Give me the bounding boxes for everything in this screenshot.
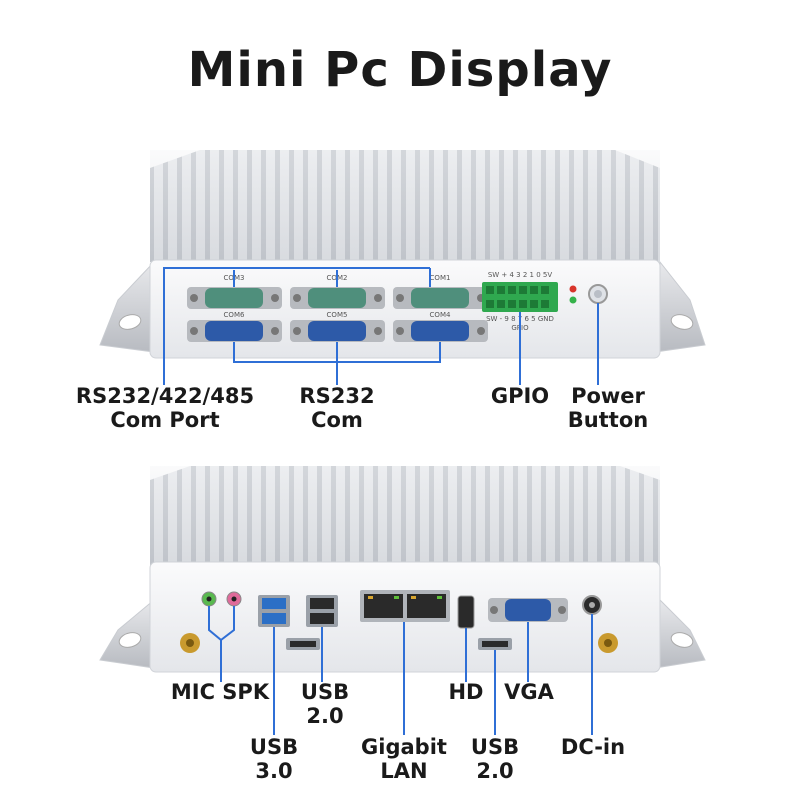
rear-callout-lines	[208, 606, 593, 735]
label-vga: VGA	[494, 680, 564, 704]
hd-port	[457, 595, 475, 629]
label-mic-spk-text: MIC SPK	[170, 680, 270, 704]
db9-com5	[290, 320, 385, 342]
label-rs232-line2: Com	[311, 408, 363, 432]
label-gigabit-lan: Gigabit LAN	[354, 735, 454, 783]
com4-label: COM4	[430, 311, 451, 319]
label-gpio: GPIO	[475, 384, 565, 408]
label-com-port-line2: Com Port	[110, 408, 220, 432]
label-usb3-line2: 3.0	[255, 759, 293, 783]
gpio-pins-top: SW + 4 3 2 1 0 5V	[488, 271, 553, 279]
label-power-line2: Button	[567, 408, 649, 432]
label-dc-in: DC-in	[548, 735, 638, 759]
vga-port	[488, 598, 568, 622]
label-lan-line1: Gigabit	[361, 735, 447, 759]
gpio-terminal-block	[482, 282, 558, 312]
antenna-right	[598, 633, 618, 653]
usb2-stacked-ports	[306, 595, 338, 627]
db9-com6	[187, 320, 282, 342]
label-usb2-top: USB 2.0	[295, 680, 355, 728]
antenna-left	[180, 633, 200, 653]
label-hd: HD	[436, 680, 496, 704]
gigabit-lan-ports	[360, 590, 450, 622]
label-usb2-bottom-line2: 2.0	[476, 759, 514, 783]
label-power-button: Power Button	[553, 384, 663, 432]
label-usb2-top-line2: 2.0	[306, 704, 344, 728]
rear-unit	[99, 466, 706, 673]
front-unit: COM3 COM2 COM1 COM6 COM5 COM4 SW + 4 3 2…	[99, 150, 706, 359]
label-hd-text: HD	[448, 680, 484, 704]
label-rs232-line1: RS232	[299, 384, 375, 408]
db9-com1	[393, 287, 488, 309]
front-left-bracket	[99, 260, 155, 353]
label-dc-in-text: DC-in	[560, 735, 626, 759]
db9-com4	[393, 320, 488, 342]
usb3-ports	[258, 595, 290, 627]
status-led-red	[569, 285, 577, 293]
page-title: Mini Pc Display	[187, 42, 613, 98]
label-mic-spk: MIC SPK	[160, 680, 280, 704]
label-usb2-bottom-line1: USB	[470, 735, 520, 759]
label-usb3-line1: USB	[249, 735, 299, 759]
label-rs232-com: RS232 Com	[287, 384, 387, 432]
front-callout-lines	[163, 267, 599, 385]
label-gpio-text: GPIO	[490, 384, 550, 408]
front-right-bracket	[654, 260, 706, 353]
com5-label: COM5	[327, 311, 348, 319]
label-usb2-bottom: USB 2.0	[465, 735, 525, 783]
com6-label: COM6	[224, 311, 245, 319]
db9-com3	[187, 287, 282, 309]
label-com-port: RS232/422/485 Com Port	[60, 384, 270, 432]
label-com-port-line1: RS232/422/485	[75, 384, 255, 408]
status-led-green	[569, 296, 577, 304]
label-usb2-top-line1: USB	[300, 680, 350, 704]
db9-com2	[290, 287, 385, 309]
com1-label: COM1	[430, 274, 451, 282]
label-usb3: USB 3.0	[244, 735, 304, 783]
label-power-line1: Power	[571, 384, 645, 408]
label-lan-line2: LAN	[380, 759, 428, 783]
label-vga-text: VGA	[504, 680, 554, 704]
